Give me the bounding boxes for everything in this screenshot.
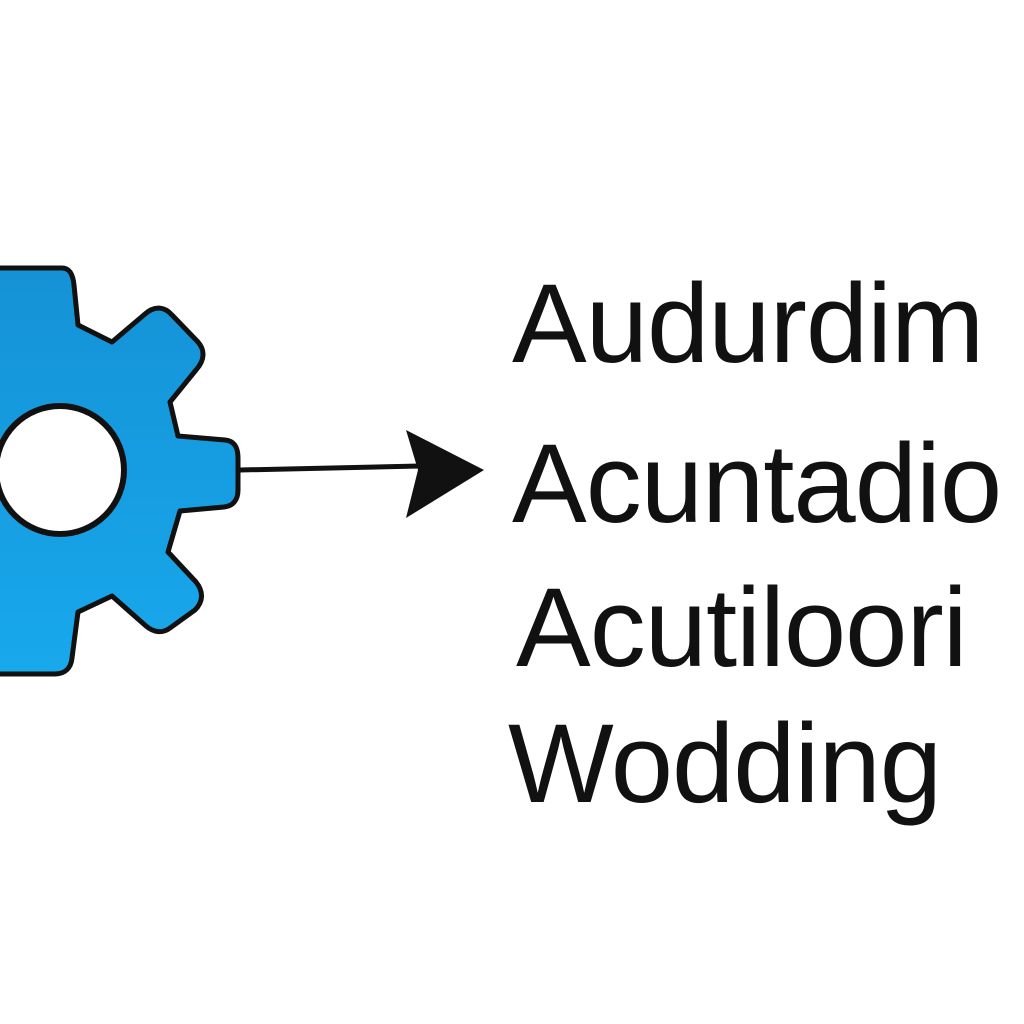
diagram-label-2: Acuntadio (512, 421, 1002, 546)
diagram-label-1: Audurdim (512, 261, 984, 386)
arrow-right-icon (237, 430, 484, 518)
diagram-label-3: Acutiloori (516, 565, 968, 690)
diagram-label-4: Wodding (508, 701, 942, 826)
gear-hole (0, 403, 127, 537)
